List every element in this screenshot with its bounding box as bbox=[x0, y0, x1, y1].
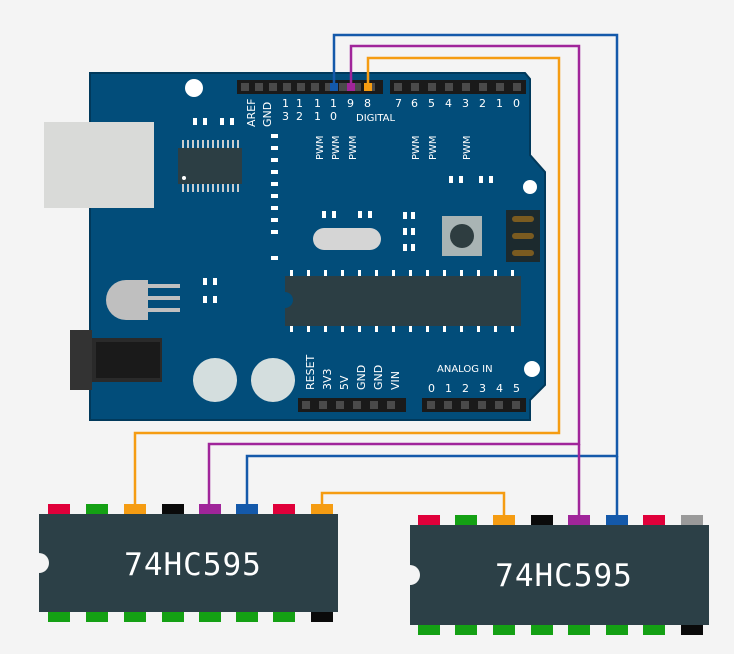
power-jack bbox=[70, 330, 162, 390]
pin11-label-a: 1 bbox=[314, 97, 321, 110]
pin12-label-b: 2 bbox=[296, 110, 303, 123]
5v-label: 5V bbox=[338, 375, 351, 390]
voltage-regulator bbox=[106, 280, 180, 320]
wire-clock-blue bbox=[245, 33, 619, 509]
reset-button bbox=[442, 216, 482, 256]
wire-data-orange bbox=[133, 56, 561, 509]
pin13-label-b: 3 bbox=[282, 110, 289, 123]
a3-label: 3 bbox=[479, 382, 486, 395]
a5-label: 5 bbox=[513, 382, 520, 395]
pwm-label-10: PWM bbox=[331, 135, 342, 160]
3v3-label: 3V3 bbox=[321, 368, 334, 390]
pin2-label: 2 bbox=[479, 97, 486, 110]
pin0-label: 0 bbox=[513, 97, 520, 110]
pin-oe bbox=[531, 515, 553, 525]
a1-label: 1 bbox=[445, 382, 452, 395]
pin-vcc bbox=[48, 504, 70, 514]
chip-top-pins bbox=[48, 504, 333, 514]
power-header bbox=[298, 398, 406, 412]
chip-body bbox=[39, 514, 338, 612]
chip-bottom-pins bbox=[418, 625, 703, 635]
pin-vcc bbox=[418, 515, 440, 525]
a0-label: 0 bbox=[428, 382, 435, 395]
usb-connector bbox=[44, 122, 154, 208]
pin-srclr bbox=[273, 504, 295, 514]
chip-notch bbox=[410, 565, 420, 585]
analog-header bbox=[422, 398, 526, 412]
capacitor bbox=[193, 358, 237, 402]
pin7-label: 7 bbox=[395, 97, 402, 110]
pin-oe bbox=[162, 504, 184, 514]
shift-register-1: 74HC595 bbox=[39, 504, 338, 622]
vin-label: VIN bbox=[389, 371, 402, 390]
digital-label: DIGITAL bbox=[356, 113, 396, 124]
pin9-label: 9 bbox=[347, 97, 354, 110]
pin11-label-b: 1 bbox=[314, 110, 321, 123]
mounting-hole bbox=[523, 180, 537, 194]
pin10-label-a: 1 bbox=[330, 97, 337, 110]
usb-controller-chip bbox=[178, 140, 242, 192]
gnd-label: GND bbox=[261, 102, 274, 127]
chip-top-pins bbox=[418, 515, 703, 525]
wire-endpoints bbox=[330, 83, 372, 91]
aref-label: AREF bbox=[245, 99, 258, 127]
icsp-header bbox=[506, 210, 540, 262]
digital-header-left bbox=[237, 80, 383, 94]
pin12-label-a: 1 bbox=[296, 97, 303, 110]
gnd1-label: GND bbox=[355, 365, 368, 390]
shift-register-2: 74HC595 bbox=[410, 515, 709, 635]
pin-qa bbox=[455, 515, 477, 525]
atmega-microcontroller bbox=[285, 270, 521, 332]
chip-label: 74HC595 bbox=[495, 558, 633, 594]
pin13-label-a: 1 bbox=[282, 97, 289, 110]
pin1-label: 1 bbox=[496, 97, 503, 110]
pin-qa bbox=[86, 504, 108, 514]
analog-in-label: ANALOG IN bbox=[437, 364, 493, 375]
smd-components bbox=[193, 118, 493, 303]
capacitor bbox=[251, 358, 295, 402]
pwm-label-3: PWM bbox=[462, 135, 473, 160]
wires bbox=[133, 33, 619, 520]
pwm-label-11: PWM bbox=[315, 135, 326, 160]
wire-latch-purple bbox=[207, 44, 581, 509]
pwm-label-9: PWM bbox=[348, 135, 359, 160]
wire-daisy-chain-orange bbox=[320, 491, 506, 520]
pin8-label: 8 bbox=[364, 97, 371, 110]
chip-bottom-pins bbox=[48, 612, 333, 622]
crystal bbox=[313, 228, 381, 250]
arduino-board: AREF GND 1 3 1 2 1 1 1 0 9 8 7 6 5 4 3 2… bbox=[44, 72, 546, 421]
pin3-label: 3 bbox=[462, 97, 469, 110]
pin10-label-b: 0 bbox=[330, 110, 337, 123]
pin5-label: 5 bbox=[428, 97, 435, 110]
reset-label: RESET bbox=[304, 354, 317, 390]
mounting-hole bbox=[524, 361, 540, 377]
pwm-label-6: PWM bbox=[411, 135, 422, 160]
a2-label: 2 bbox=[462, 382, 469, 395]
chip-notch bbox=[39, 553, 49, 573]
a4-label: 4 bbox=[496, 382, 503, 395]
digital-header-right bbox=[390, 80, 526, 94]
pin4-label: 4 bbox=[445, 97, 452, 110]
gnd2-label: GND bbox=[372, 365, 385, 390]
chip-label: 74HC595 bbox=[124, 547, 262, 583]
mounting-hole bbox=[185, 79, 203, 97]
chip-body bbox=[410, 525, 709, 625]
pin-qh-out bbox=[681, 515, 703, 525]
pwm-label-5: PWM bbox=[428, 135, 439, 160]
pin6-label: 6 bbox=[411, 97, 418, 110]
pin-srclr bbox=[643, 515, 665, 525]
